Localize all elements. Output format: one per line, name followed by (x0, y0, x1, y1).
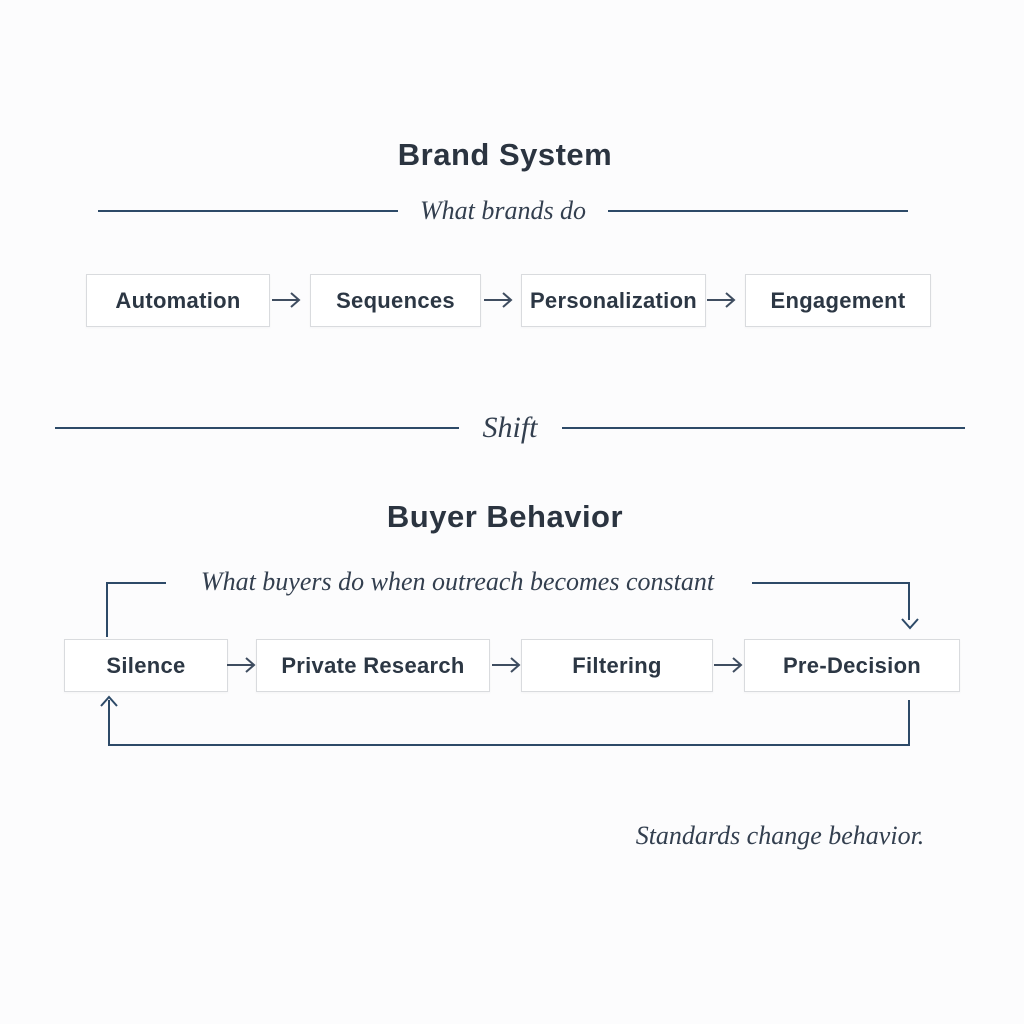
flow-box-pre-decision: Pre-Decision (744, 639, 960, 692)
flow-box-label: Engagement (770, 287, 906, 313)
flow-box-label: Personalization (529, 287, 698, 313)
annotation-bracket-left (106, 582, 166, 637)
flow-box-label: Pre-Decision (782, 652, 922, 678)
brand-system-title: Brand System (397, 137, 613, 172)
divider-line-left (98, 210, 398, 212)
arrow-right-icon (707, 292, 736, 308)
arrow-up-icon (100, 695, 118, 707)
arrow-right-icon (272, 292, 301, 308)
arrow-right-icon (714, 657, 743, 673)
arrow-down-icon (901, 618, 919, 630)
feedback-loop-line (108, 700, 910, 746)
arrow-right-icon (484, 292, 513, 308)
arrow-right-icon (227, 657, 256, 673)
footer-caption: Standards change behavior. (635, 821, 925, 850)
buyer-annotation-label: What buyers do when outreach becomes con… (200, 567, 715, 596)
divider-line-right (608, 210, 908, 212)
brands-divider-label: What brands do (419, 196, 587, 225)
shift-divider: Shift (55, 411, 966, 445)
shift-divider-label: Shift (482, 411, 538, 444)
flow-box-engagement: Engagement (745, 274, 931, 327)
divider-line-right (561, 427, 966, 429)
flow-box-automation: Automation (86, 274, 270, 327)
flow-box-label: Private Research (281, 652, 465, 678)
divider-line-left (55, 427, 459, 429)
brands-divider: What brands do (98, 196, 908, 226)
flow-box-filtering: Filtering (521, 639, 713, 692)
flow-box-private-research: Private Research (256, 639, 490, 692)
annotation-bracket-right (752, 582, 910, 620)
flow-box-label: Sequences (336, 287, 455, 313)
buyer-behavior-title: Buyer Behavior (386, 499, 624, 534)
flow-box-personalization: Personalization (521, 274, 706, 327)
flow-box-label: Automation (115, 287, 241, 313)
arrow-right-icon (492, 657, 521, 673)
flow-box-sequences: Sequences (310, 274, 481, 327)
flow-box-silence: Silence (64, 639, 228, 692)
flow-box-label: Filtering (572, 652, 662, 678)
flow-box-label: Silence (106, 652, 186, 678)
